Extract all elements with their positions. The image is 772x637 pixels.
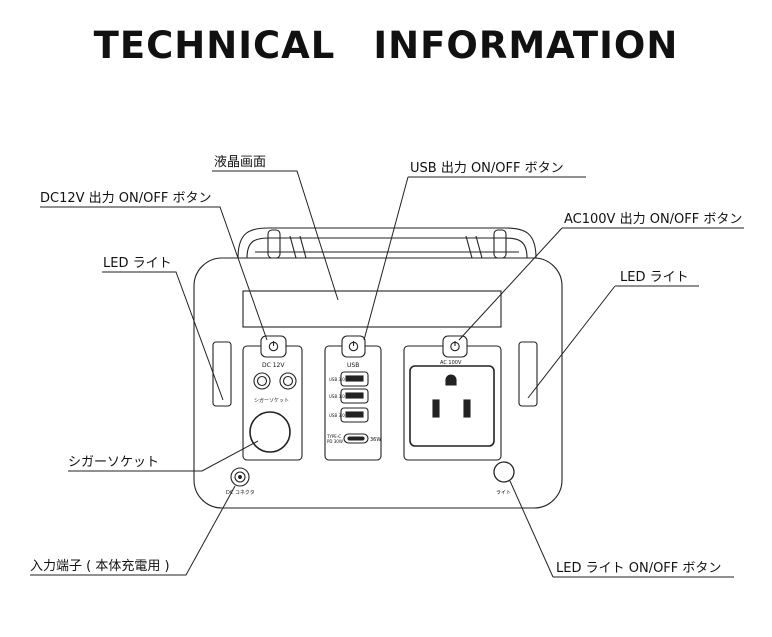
usb-port-3	[340, 407, 369, 423]
usb30-label-2: USB 3.0	[329, 394, 345, 399]
cigar-socket	[249, 411, 291, 453]
usb-button[interactable]	[341, 335, 366, 358]
usb30-label-1: USB 3.0	[329, 377, 345, 382]
usb-port-2	[340, 388, 369, 404]
dc-connector	[230, 467, 250, 487]
led-light-button[interactable]	[493, 461, 515, 483]
callout-led-light-left: LED ライト	[103, 256, 172, 271]
usb30-label-3: USB 3.0	[329, 413, 345, 418]
dc12v-button[interactable]	[260, 335, 287, 358]
title-word-information: INFORMATION	[373, 24, 679, 67]
light-label: ライト	[496, 490, 511, 496]
callout-lcd-screen: 液晶画面	[214, 155, 266, 170]
dc-port-1	[253, 372, 271, 390]
callout-led-light-button: LED ライト ON/OFF ボタン	[556, 561, 721, 576]
usbc-pd-label: PD 30W	[327, 439, 343, 444]
callout-dc12v-button: DC12V 出力 ON/OFF ボタン	[40, 191, 211, 206]
title-word-technical: TECHNICAL	[93, 24, 336, 67]
ac-outlet	[409, 365, 495, 447]
leader-lines	[30, 170, 744, 578]
callout-input-terminal: 入力端子 ( 本体充電用 )	[30, 558, 170, 574]
callout-ac100v-button: AC100V 出力 ON/OFF ボタン	[564, 212, 742, 227]
dc12v-label: DC 12V	[262, 362, 285, 369]
page-title: TECHNICAL INFORMATION	[0, 24, 772, 67]
dc-port-2	[279, 372, 297, 390]
usb-port-1	[340, 371, 369, 387]
usb-label: USB	[347, 362, 359, 369]
ac100v-button[interactable]	[442, 335, 468, 358]
callout-usb-button: USB 出力 ON/OFF ボタン	[410, 161, 564, 176]
callout-cigar-socket: シガーソケット	[68, 455, 159, 470]
callout-led-light-right: LED ライト	[620, 270, 689, 285]
led-light-right-panel	[518, 341, 538, 407]
lcd-screen	[242, 290, 502, 328]
usbc-type-label: TYPE-C	[326, 434, 341, 439]
ac100v-label: AC 100V	[440, 360, 462, 366]
usbc-watt-label: 36W	[370, 437, 381, 443]
cigar-socket-label: シガーソケット	[254, 397, 289, 404]
dc-connector-label: DC コネクタ	[226, 489, 255, 496]
usbc-port	[343, 433, 369, 444]
device-body	[193, 257, 563, 509]
